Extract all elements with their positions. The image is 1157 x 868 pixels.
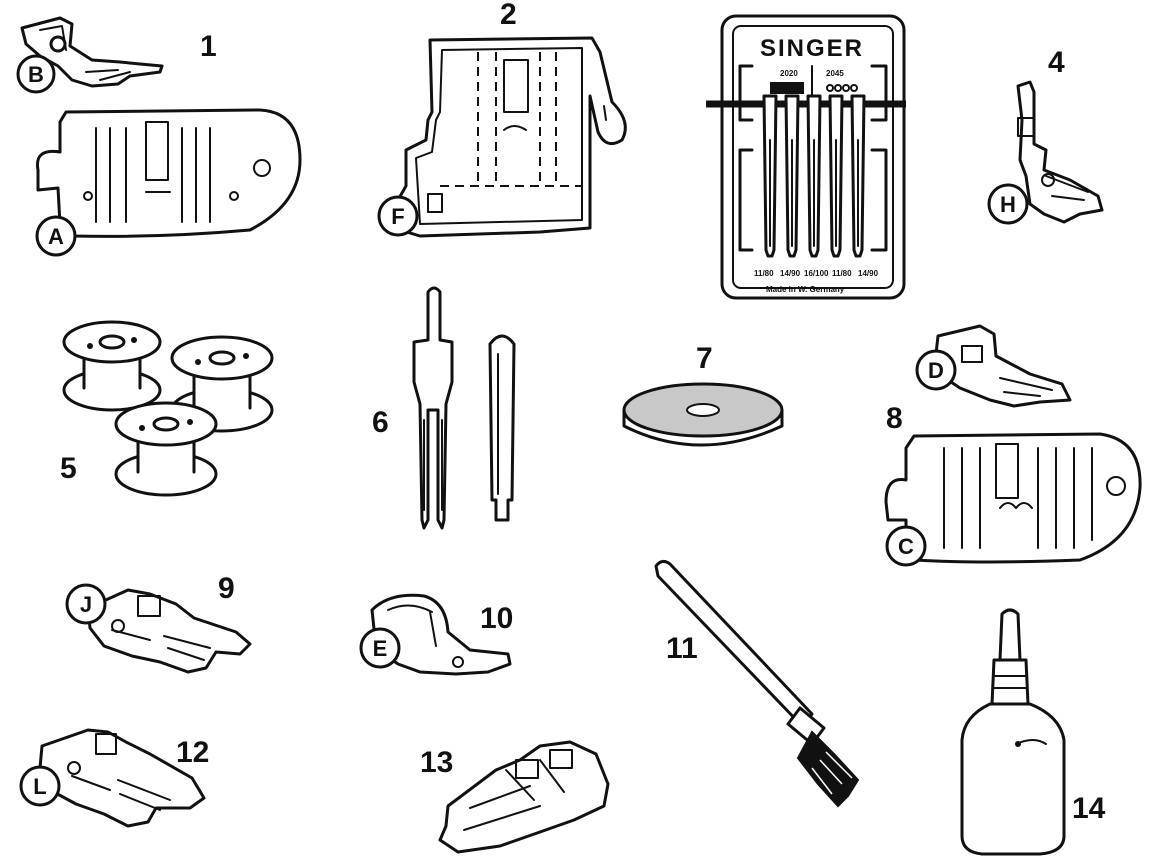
bobbin-icon [114, 401, 218, 497]
label-circle-c [885, 525, 927, 567]
presser-foot-icon [370, 593, 512, 676]
label-circle-j [65, 583, 107, 625]
item-letter-d: D [928, 358, 944, 383]
needle-pack-brand: SINGER [760, 35, 864, 62]
presser-foot-icon [20, 16, 164, 88]
needle-pack-code-1: 2020 [780, 69, 798, 78]
lint-brush-icon [654, 559, 860, 808]
item-2-group: 2 F [377, 0, 627, 238]
needle-plate-icon [35, 108, 302, 238]
item-number-2: 2 [500, 0, 517, 31]
label-circle-f [377, 195, 419, 237]
item-7-group: 7 [622, 342, 784, 447]
item-12-group: 12 L [19, 728, 209, 828]
item-letter-a: A [48, 224, 64, 249]
item-number-13: 13 [420, 746, 453, 779]
item-10-group: 10 E [359, 593, 513, 676]
needle-size-2: 14/90 [780, 269, 801, 278]
item-11-group: 11 [654, 559, 860, 808]
needle-pack-dots [826, 84, 858, 92]
item-letter-h: H [1000, 192, 1016, 217]
item-1-group: B 1 A [16, 16, 302, 257]
seam-guide-icon [396, 36, 627, 238]
needle-pack-group: SINGER 2020 2045 11/80 14/90 16/100 1 [706, 14, 906, 300]
needle-pack-footer: Made in W. Germany [766, 285, 845, 294]
needle-icons [762, 94, 866, 258]
needle-size-1: 11/80 [754, 269, 774, 278]
item-14-group: 14 [960, 608, 1106, 856]
label-circle-l [19, 765, 61, 807]
item-number-5: 5 [60, 452, 77, 485]
item-number-11: 11 [666, 632, 698, 665]
item-number-12: 12 [176, 736, 209, 769]
item-4-group: 4 H [987, 46, 1104, 225]
item-5-group: 5 [60, 320, 274, 497]
item-number-9: 9 [218, 572, 235, 605]
item-number-8: 8 [886, 402, 903, 435]
item-letter-j: J [80, 592, 92, 617]
needle-size-3: 16/100 [804, 269, 829, 278]
item-letter-b: B [28, 62, 44, 87]
item-number-1: 1 [200, 30, 217, 63]
presser-foot-icon [38, 728, 206, 828]
label-circle-b [16, 54, 56, 94]
presser-foot-icon [438, 740, 610, 854]
item-number-10: 10 [480, 602, 513, 635]
item-letter-e: E [373, 636, 388, 661]
oil-bottle-icon [960, 608, 1066, 856]
item-letter-c: C [898, 534, 914, 559]
item-number-6: 6 [372, 406, 389, 439]
item-letter-l: L [33, 774, 46, 799]
needle-size-5: 14/90 [858, 269, 879, 278]
label-circle-d [915, 349, 957, 391]
presser-foot-icon [86, 588, 252, 674]
label-circle-e [359, 627, 401, 669]
twin-needle-icon [412, 286, 454, 530]
spool-pin-icon [488, 334, 516, 522]
label-circle-h [987, 183, 1029, 225]
needle-plate-icon [884, 432, 1142, 564]
needle-size-4: 11/80 [832, 269, 852, 278]
presser-foot-icon [1016, 80, 1104, 224]
item-8-group: D 8 C [884, 324, 1142, 567]
label-circle-a [35, 215, 77, 257]
item-9-group: 9 J [65, 572, 252, 674]
item-number-4: 4 [1048, 46, 1065, 79]
item-number-7: 7 [696, 342, 713, 375]
item-letter-f: F [391, 204, 404, 229]
bobbin-icon [62, 320, 162, 412]
felt-disc-icon [622, 382, 784, 447]
item-number-14: 14 [1072, 792, 1106, 825]
needle-pack-code-2: 2045 [826, 69, 844, 78]
item-13-group: 13 [420, 740, 610, 854]
item-6-group: 6 [372, 286, 516, 530]
